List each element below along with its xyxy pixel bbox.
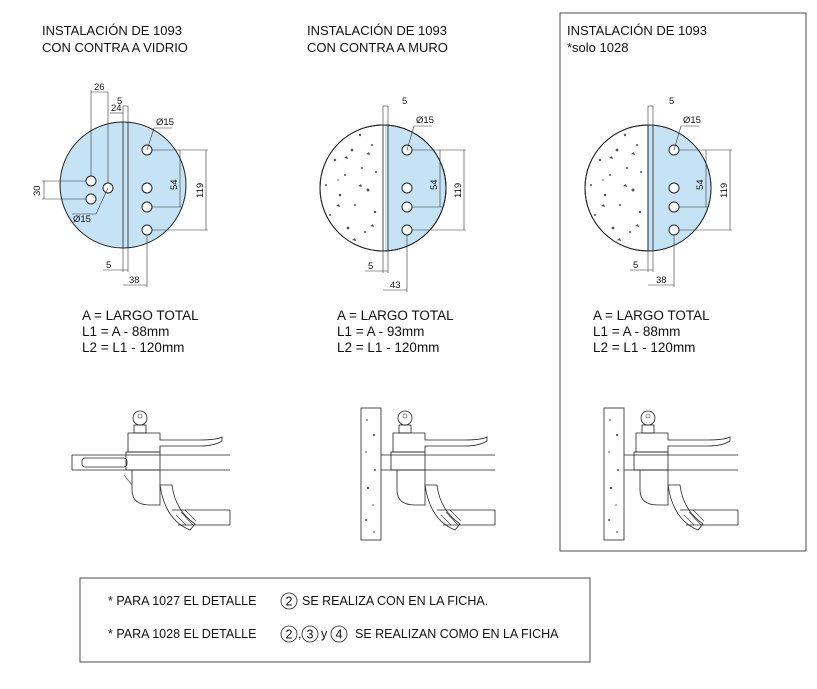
panel-2-title-line1: INSTALACIÓN DE 1093 — [307, 23, 447, 38]
hole — [668, 182, 680, 194]
note-1-prefix: * PARA 1027 EL DETALLE — [108, 594, 256, 608]
dim-54: 54 — [169, 179, 180, 190]
hole — [85, 193, 97, 205]
note-2-c2: 3 — [307, 628, 314, 642]
hole — [401, 182, 413, 194]
note-2-suffix: SE REALIZAN COMO EN LA FICHA — [355, 627, 559, 641]
dim-119: 119 — [719, 183, 730, 198]
wall-section — [360, 407, 382, 541]
dim-24: 24 — [111, 103, 122, 114]
panel-3-formula-a: A = LARGO TOTAL — [593, 308, 710, 323]
panel-2-drawing: 5 Ø15 54 119 5 43 — [319, 96, 466, 292]
panel-1-formula-a: A = LARGO TOTAL — [82, 308, 199, 323]
dim-5-top: 5 — [402, 96, 407, 107]
note-line-2: * PARA 1028 EL DETALLE 2 , 3 y 4 SE REAL… — [108, 625, 559, 643]
dim-38: 38 — [129, 275, 140, 286]
dim-5-bottom: 5 — [633, 260, 638, 271]
detail-4-marker — [330, 625, 348, 643]
lever-handle — [635, 432, 731, 453]
wall-section — [603, 407, 625, 541]
detail-2-marker — [280, 592, 298, 610]
panel-3-formula-l2: L2 = L1 - 120mm — [593, 340, 695, 355]
hole — [85, 175, 97, 187]
notes-box — [79, 577, 591, 663]
handle-illustration-glass — [71, 410, 231, 531]
hole — [401, 201, 413, 213]
dim-phi15-top: Ø15 — [156, 117, 174, 128]
dim-phi15-top: Ø15 — [683, 115, 701, 126]
panel-1-title-line2: CON CONTRA A VIDRIO — [42, 40, 188, 55]
panel-3-frame — [559, 12, 807, 552]
dim-phi15-top: Ø15 — [416, 115, 434, 126]
panel-1-formula-l2: L2 = L1 - 120mm — [82, 340, 184, 355]
handle-illustration-wall-1028 — [603, 407, 739, 541]
dim-5-top: 5 — [669, 96, 674, 107]
detail-2-marker — [280, 625, 298, 643]
panel-1-drawing: 26 24 5 Ø15 30 Ø15 54 119 5 — [32, 82, 208, 287]
concrete-texture — [590, 133, 642, 241]
dim-26: 26 — [94, 82, 105, 93]
dim-43: 43 — [390, 280, 401, 291]
hole — [401, 224, 413, 236]
detail-3-marker — [301, 625, 319, 643]
handle-illustration-wall — [360, 407, 496, 541]
note-2-c3: 4 — [336, 628, 343, 642]
dim-119: 119 — [453, 183, 464, 198]
dim-54: 54 — [429, 179, 440, 190]
concrete-texture — [325, 133, 377, 241]
panel-2-formula-a: A = LARGO TOTAL — [337, 308, 454, 323]
dim-30: 30 — [32, 185, 43, 196]
note-line-1: * PARA 1027 EL DETALLE 2 SE REALIZA CON … — [108, 592, 488, 610]
hole — [141, 201, 153, 213]
panel-3-title-line1: INSTALACIÓN DE 1093 — [567, 23, 707, 38]
panel-1-title-line1: INSTALACIÓN DE 1093 — [42, 23, 182, 38]
panel-3-formula-l1: L1 = A - 88mm — [593, 324, 680, 339]
dim-38: 38 — [656, 275, 667, 286]
panel-2-title-line2: CON CONTRA A MURO — [307, 40, 448, 55]
panel-2-formula-l2: L2 = L1 - 120mm — [337, 340, 439, 355]
lever-handle — [392, 432, 488, 453]
note-2-prefix: * PARA 1028 EL DETALLE — [108, 627, 256, 641]
note-2-sep2: y — [321, 627, 328, 641]
dim-54: 54 — [695, 179, 706, 190]
panel-3-title-line2: *solo 1028 — [567, 40, 628, 55]
note-1-suffix: SE REALIZA CON EN LA FICHA. — [302, 594, 488, 608]
dim-119: 119 — [195, 183, 206, 198]
dim-5-bottom: 5 — [368, 261, 373, 272]
panel-3-drawing: 5 Ø15 54 119 5 38 — [584, 96, 732, 287]
dim-phi15-left: Ø15 — [73, 214, 91, 225]
lever-handle — [127, 432, 223, 453]
panel-2-formula-l1: L1 = A - 93mm — [337, 324, 424, 339]
hole — [668, 201, 680, 213]
note-2-c1: 2 — [286, 628, 293, 642]
dim-5-top: 5 — [117, 96, 122, 107]
hole — [141, 224, 153, 236]
note-1-circle: 2 — [286, 595, 293, 609]
hole — [141, 182, 153, 194]
dim-5-bottom: 5 — [106, 260, 111, 271]
hole — [668, 224, 680, 236]
panel-1-formula-l1: L1 = A - 88mm — [82, 324, 169, 339]
note-2-sep1: , — [298, 627, 301, 641]
